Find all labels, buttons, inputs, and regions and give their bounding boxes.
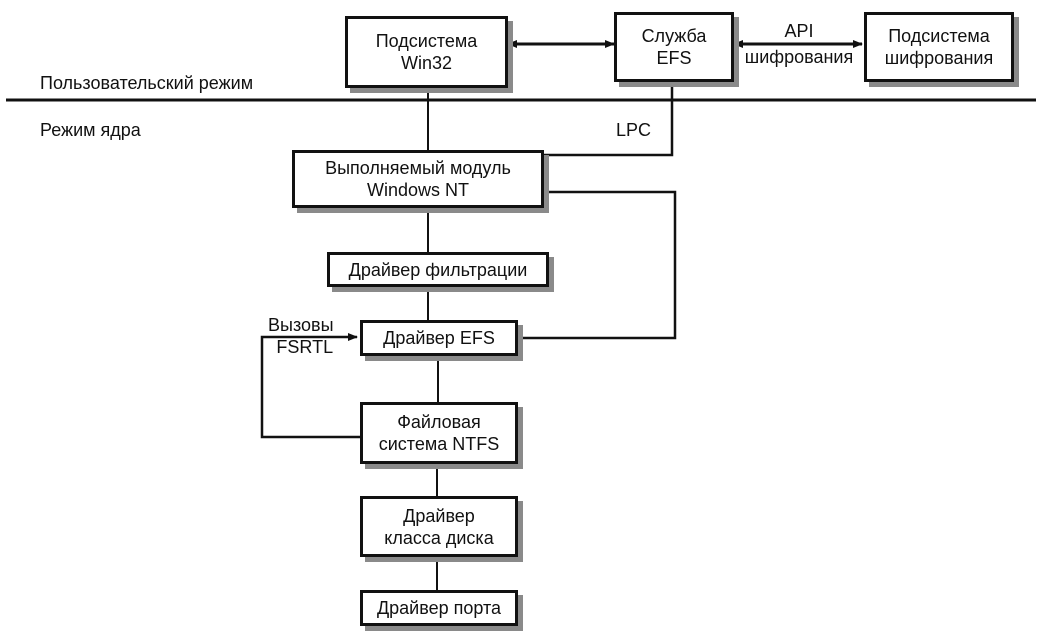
connector-executive-efs-driver bbox=[522, 190, 677, 340]
box-line: Win32 bbox=[400, 53, 453, 73]
box-line: Служба bbox=[641, 26, 707, 46]
connector-lpc bbox=[528, 82, 674, 157]
disk-class-driver-box: Драйвер класса диска bbox=[360, 496, 518, 557]
port-driver-box: Драйвер порта bbox=[360, 590, 518, 626]
label-line: API bbox=[784, 21, 814, 41]
executive-box: Выполняемый модуль Windows NT bbox=[292, 150, 544, 208]
kernel-mode-label: Режим ядра bbox=[40, 120, 141, 140]
fsrtl-calls-label: Вызовы FSRTL bbox=[268, 314, 334, 358]
crypto-subsystem-box: Подсистема шифрования bbox=[864, 12, 1014, 82]
box-line: система NTFS bbox=[378, 434, 500, 454]
box-line: Файловая bbox=[397, 412, 481, 432]
box-line: Драйвер bbox=[403, 505, 475, 526]
box-line: Windows NT bbox=[366, 180, 469, 200]
label-line: FSRTL bbox=[276, 337, 334, 357]
box-line: Выполняемый модуль bbox=[325, 158, 511, 178]
filter-driver-box: Драйвер фильтрации bbox=[327, 252, 549, 287]
lpc-label: LPC bbox=[616, 120, 652, 140]
win32-subsystem-box: Подсистема Win32 bbox=[345, 16, 508, 88]
box-line: Драйвер EFS bbox=[383, 328, 495, 348]
box-line: Подсистема bbox=[375, 31, 478, 51]
label-line: шифрования bbox=[744, 47, 854, 67]
crypto-api-label: API шифрования bbox=[736, 20, 862, 68]
box-line: Драйвер порта bbox=[376, 598, 502, 618]
box-line: Подсистема bbox=[888, 26, 990, 46]
user-mode-label: Пользовательский режим bbox=[40, 73, 254, 93]
label-line: Вызовы bbox=[268, 315, 334, 335]
box-line: шифрования bbox=[884, 48, 994, 68]
box-line: Драйвер фильтрации bbox=[348, 259, 528, 280]
box-line: EFS bbox=[656, 48, 692, 68]
efs-service-box: Служба EFS bbox=[614, 12, 734, 82]
box-line: класса диска bbox=[384, 527, 494, 548]
efs-driver-box: Драйвер EFS bbox=[360, 320, 518, 356]
ntfs-box: Файловая система NTFS bbox=[360, 402, 518, 464]
connector-fsrtl-calls bbox=[260, 333, 360, 439]
